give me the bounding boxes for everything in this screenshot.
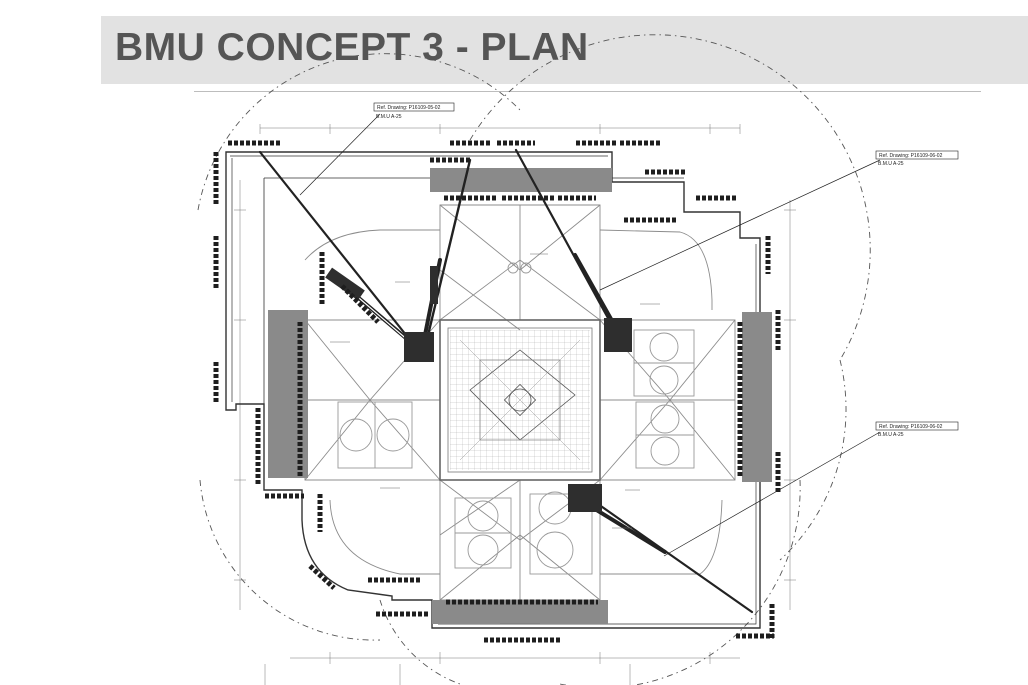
callout-3-ref: Ref. Drawing: P16109-06-02 — [879, 424, 943, 430]
callout-2-ref: Ref. Drawing: P16109-06-02 — [879, 153, 943, 159]
callout-1-unit: B.M.U A-25 — [376, 114, 402, 120]
slide-title: BMU CONCEPT 3 - PLAN — [115, 26, 589, 69]
callout-3: Ref. Drawing: P16109-06-02 B.M.U A-25 — [663, 421, 959, 557]
track-segments — [213, 140, 781, 643]
callout-3-unit: B.M.U A-25 — [878, 432, 904, 438]
dimension-lines — [234, 124, 796, 685]
callout-2: Ref. Drawing: P16109-06-02 B.M.U A-25 — [599, 150, 959, 291]
reach-circles — [197, 34, 871, 685]
callout-2-unit: B.M.U A-25 — [878, 161, 904, 167]
bmu-bases — [325, 266, 632, 512]
callout-1-ref: Ref. Drawing: P16109-05-02 — [377, 105, 441, 111]
title-bar: BMU CONCEPT 3 - PLAN — [101, 16, 1028, 84]
callout-1: Ref. Drawing: P16109-05-02 B.M.U A-25 — [299, 102, 455, 196]
title-underline — [194, 91, 981, 92]
floor-plan — [304, 204, 736, 601]
drawing-annotations — [330, 253, 660, 625]
central-equipment — [450, 330, 590, 470]
